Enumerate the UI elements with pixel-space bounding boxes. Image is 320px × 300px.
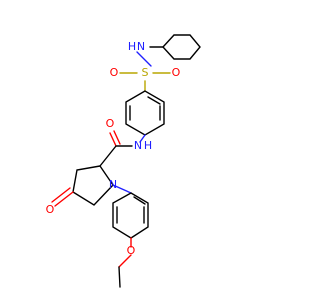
amide-c-o-double: [113, 130, 121, 145]
amide-c-o-bond: [109, 132, 117, 147]
molecule-structure: N H S O O O N H N O O: [46, 34, 201, 288]
ether-o-label: O: [127, 244, 136, 257]
ring-n-label: N: [109, 178, 117, 191]
sulfonamide-n-label: N: [137, 40, 145, 53]
amide-o-label: O: [106, 117, 115, 130]
sulfonamide-h-label: H: [128, 40, 136, 53]
ethyl-bond: [118, 266, 121, 288]
lactam-c-o-double: [51, 187, 71, 203]
pyrrolidinone-ring: [72, 165, 114, 206]
amide-h-label: H: [144, 139, 152, 152]
sulfur-label: S: [142, 66, 149, 79]
cyclohexane-ring: [162, 34, 201, 60]
ethoxyphenyl-double-3: [133, 196, 146, 205]
n-s-bond: [136, 51, 152, 67]
lactam-c-o-bond: [54, 191, 74, 207]
phenylene-ring: [125, 90, 165, 136]
molecule-canvas: N H S O O O N H N O O: [46, 34, 201, 288]
phenylene-double-3: [147, 96, 161, 105]
amide-c-pyrrolidine-bond: [99, 145, 117, 167]
sulfonyl-o-right-label: O: [172, 66, 181, 79]
ring-n-aryl-bond: [112, 184, 132, 194]
lactam-o-label: O: [46, 203, 55, 216]
sulfonyl-o-left-label: O: [110, 66, 119, 79]
aryl-n-bond: [139, 134, 146, 143]
ether-ethyl-bond: [118, 254, 132, 268]
ethoxyphenyl-ring: [112, 192, 149, 239]
amide-n-label: N: [134, 139, 142, 152]
